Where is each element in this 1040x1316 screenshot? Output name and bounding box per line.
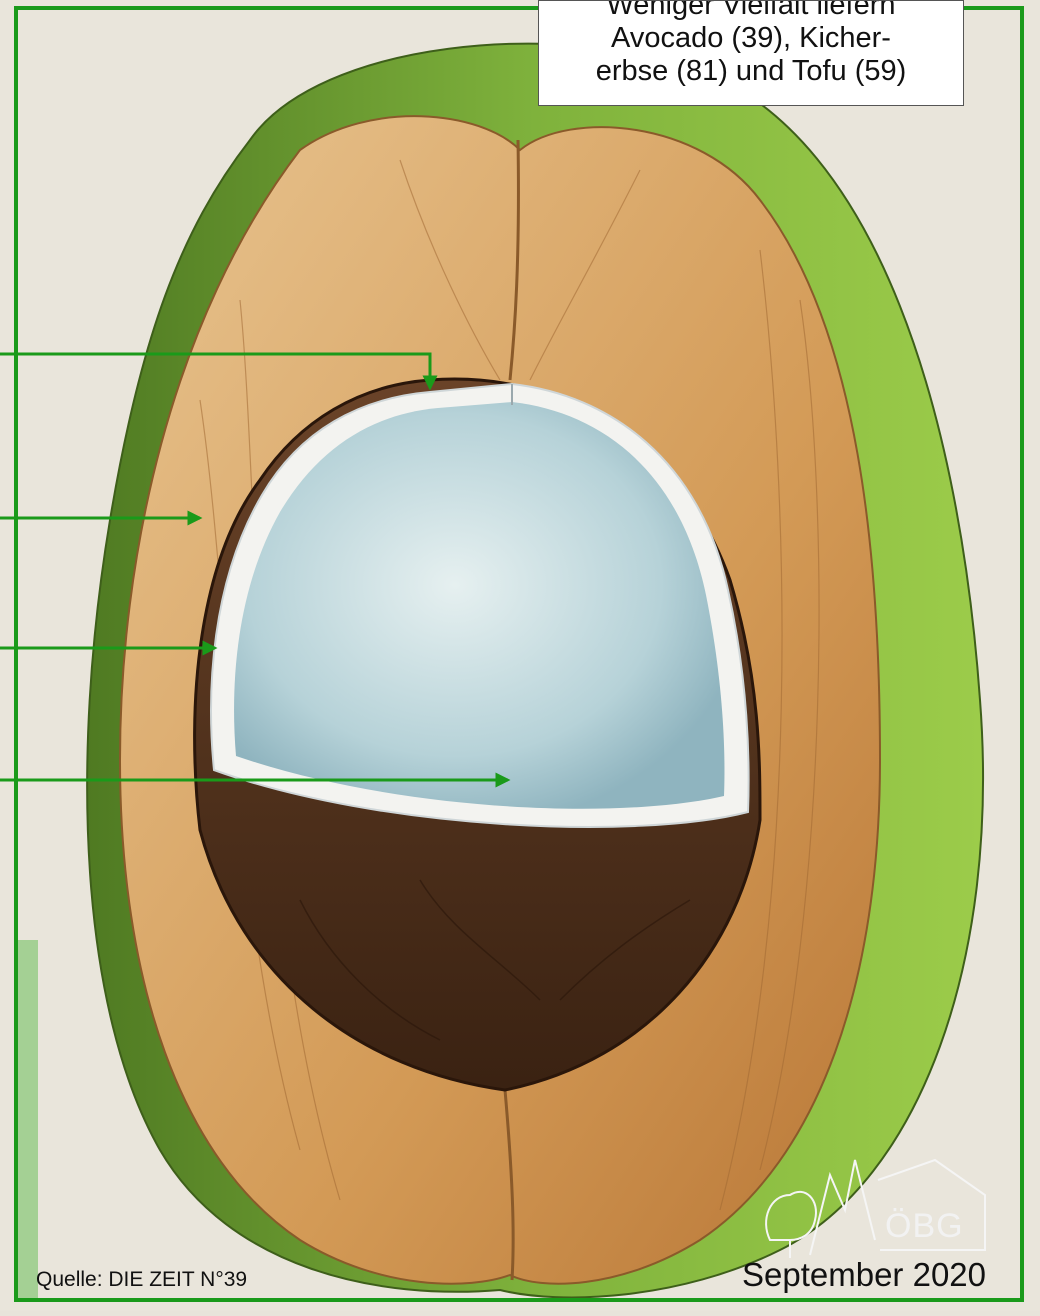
callout-line: Weniger Vielfalt liefern [539, 0, 963, 22]
logo-text: ÖBG [885, 1207, 964, 1246]
callout-line: Avocado (39), Kicher- [539, 22, 963, 55]
source-caption: Quelle: DIE ZEIT N°39 [36, 1268, 247, 1292]
left-edge-strip [18, 940, 38, 1300]
callout-box: Weniger Vielfalt liefern Avocado (39), K… [538, 0, 964, 106]
date-caption: September 2020 [742, 1256, 986, 1294]
callout-line: erbse (81) und Tofu (59) [539, 55, 963, 88]
